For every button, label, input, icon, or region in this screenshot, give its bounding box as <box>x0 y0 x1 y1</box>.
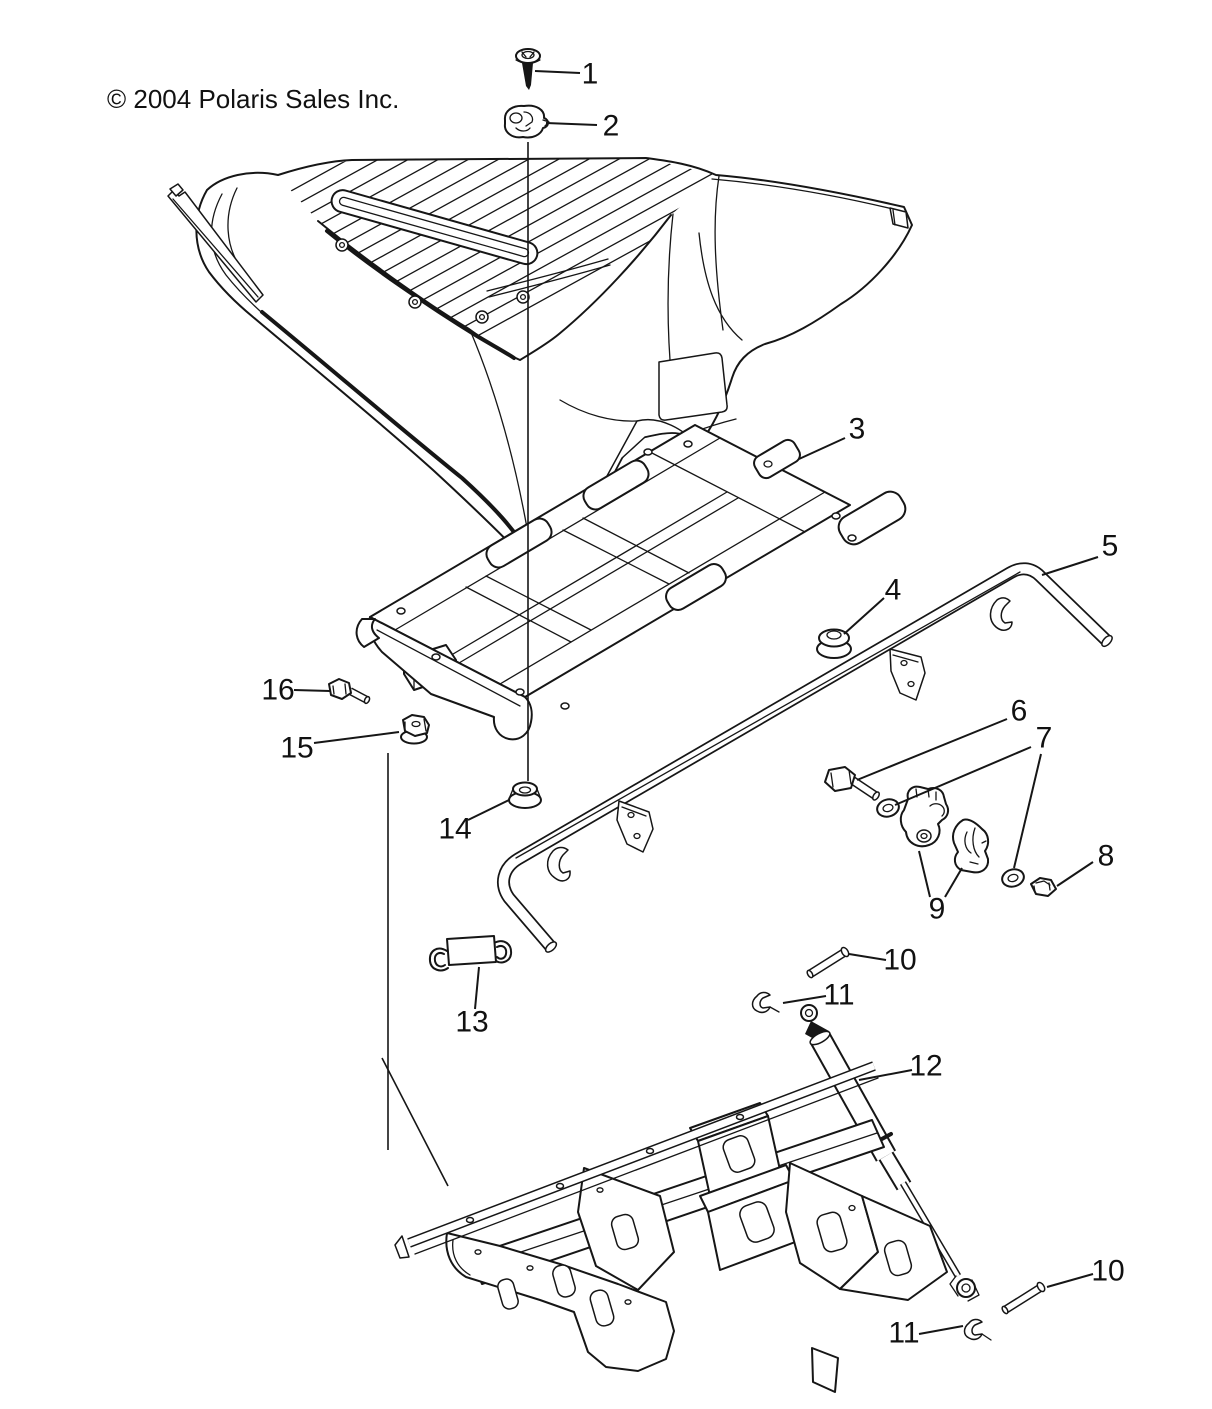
leader-line-10b <box>1046 1273 1094 1288</box>
bar-bracket-plate <box>616 800 654 853</box>
rack-pad <box>485 517 553 569</box>
deck-screw-bosses <box>335 238 530 324</box>
clip-part-lower <box>963 1318 992 1341</box>
flange-nut-part <box>400 714 430 745</box>
frame-right-plates <box>785 1162 948 1393</box>
callout-8: 8 <box>1098 840 1115 873</box>
leader-line-12 <box>858 1069 913 1081</box>
callout-1: 1 <box>582 58 599 91</box>
clip-part-upper <box>751 991 780 1014</box>
rack-mount-tab <box>753 438 801 480</box>
callout-16: 16 <box>261 674 294 707</box>
retainer-clip-part <box>503 104 550 139</box>
rack-pad <box>582 459 650 511</box>
callout-14: 14 <box>438 813 471 846</box>
pin-part-upper <box>806 946 850 979</box>
support-bar-crease <box>515 571 1021 859</box>
right-section-hole <box>658 352 728 421</box>
deck-rib-slot <box>330 189 539 266</box>
rack-cross-tubes <box>447 491 739 664</box>
deck-edge-shadow <box>325 229 516 360</box>
saddle-hem-shadow <box>260 310 530 555</box>
copyright-text: © 2004 Polaris Sales Inc. <box>107 84 399 114</box>
leader-line-16 <box>293 689 331 692</box>
screw-part <box>515 48 541 90</box>
leader-line-4 <box>843 597 885 635</box>
callout-4: 4 <box>885 574 902 607</box>
leader-line-6 <box>856 718 1008 781</box>
callout-15: 15 <box>280 732 313 765</box>
callout-11b: 11 <box>888 1317 919 1350</box>
pin-part-lower <box>1001 1281 1046 1315</box>
rack-front-plate-line <box>376 629 521 707</box>
wing-tip-line <box>892 209 896 226</box>
callout-6: 6 <box>1011 695 1028 728</box>
leader-line-3 <box>798 437 846 460</box>
leader-line-2 <box>545 122 598 126</box>
leader-line-9 <box>918 850 931 898</box>
callout-3: 3 <box>849 413 866 446</box>
frame-angle-rail <box>394 1061 879 1259</box>
callout-10b: 10 <box>1091 1255 1124 1288</box>
rack-end-notch <box>355 618 380 648</box>
rack-holes <box>396 440 857 710</box>
flange-bolt-part <box>328 678 371 705</box>
leader-line-14 <box>467 799 510 821</box>
rack-corner-pad <box>837 490 907 546</box>
leader-line-7 <box>894 746 1032 806</box>
callout-12: 12 <box>909 1050 942 1083</box>
bumper-part <box>816 628 852 659</box>
clamp-nut-part <box>1030 877 1057 897</box>
bar-hook <box>989 597 1013 631</box>
clamp-half-a <box>899 785 950 848</box>
bar-hook <box>546 846 571 882</box>
leader-line-5 <box>1041 556 1099 576</box>
leader-line-11b <box>918 1325 964 1335</box>
grommet-part <box>508 781 542 809</box>
saddle-crease <box>469 329 528 529</box>
leader-line-15 <box>313 731 400 744</box>
leader-line-10a <box>848 953 887 961</box>
callout-9: 9 <box>929 893 946 926</box>
support-bar-end <box>544 941 558 953</box>
bottom-frame <box>394 1061 948 1393</box>
left-trim-inner <box>172 198 259 298</box>
leader-line-7 <box>1013 753 1042 869</box>
leader-line-9 <box>944 867 963 898</box>
frame-mid-plate <box>577 1167 675 1291</box>
wing-inner-lines <box>698 175 898 341</box>
left-trim-tab <box>169 183 184 197</box>
spring-part <box>428 935 513 972</box>
callout-10a: 10 <box>883 944 916 977</box>
reference-line <box>381 1057 449 1187</box>
rack-frame <box>355 424 907 741</box>
leader-line-13 <box>474 966 480 1010</box>
leader-line-8 <box>1056 861 1094 887</box>
bar-bracket-plate <box>889 648 926 701</box>
support-bar-end <box>1101 634 1113 648</box>
callout-13: 13 <box>455 1006 488 1039</box>
clamp-half-b <box>952 818 990 874</box>
support-bar <box>497 562 1113 953</box>
body-panel <box>167 157 913 593</box>
rack-pad <box>665 563 727 611</box>
clamp-bolt-part <box>824 766 880 801</box>
leader-line-1 <box>534 70 581 74</box>
frame-left-bracket <box>445 1232 675 1372</box>
callout-2: 2 <box>603 110 620 143</box>
callout-7: 7 <box>1036 722 1053 755</box>
reference-lines <box>381 142 529 1187</box>
deck-edge-line <box>317 214 672 361</box>
callout-11a: 11 <box>823 979 854 1012</box>
leader-line-11a <box>782 995 827 1004</box>
callout-5: 5 <box>1102 530 1119 563</box>
deck-step-line <box>486 258 611 298</box>
washer-part <box>876 798 1025 888</box>
